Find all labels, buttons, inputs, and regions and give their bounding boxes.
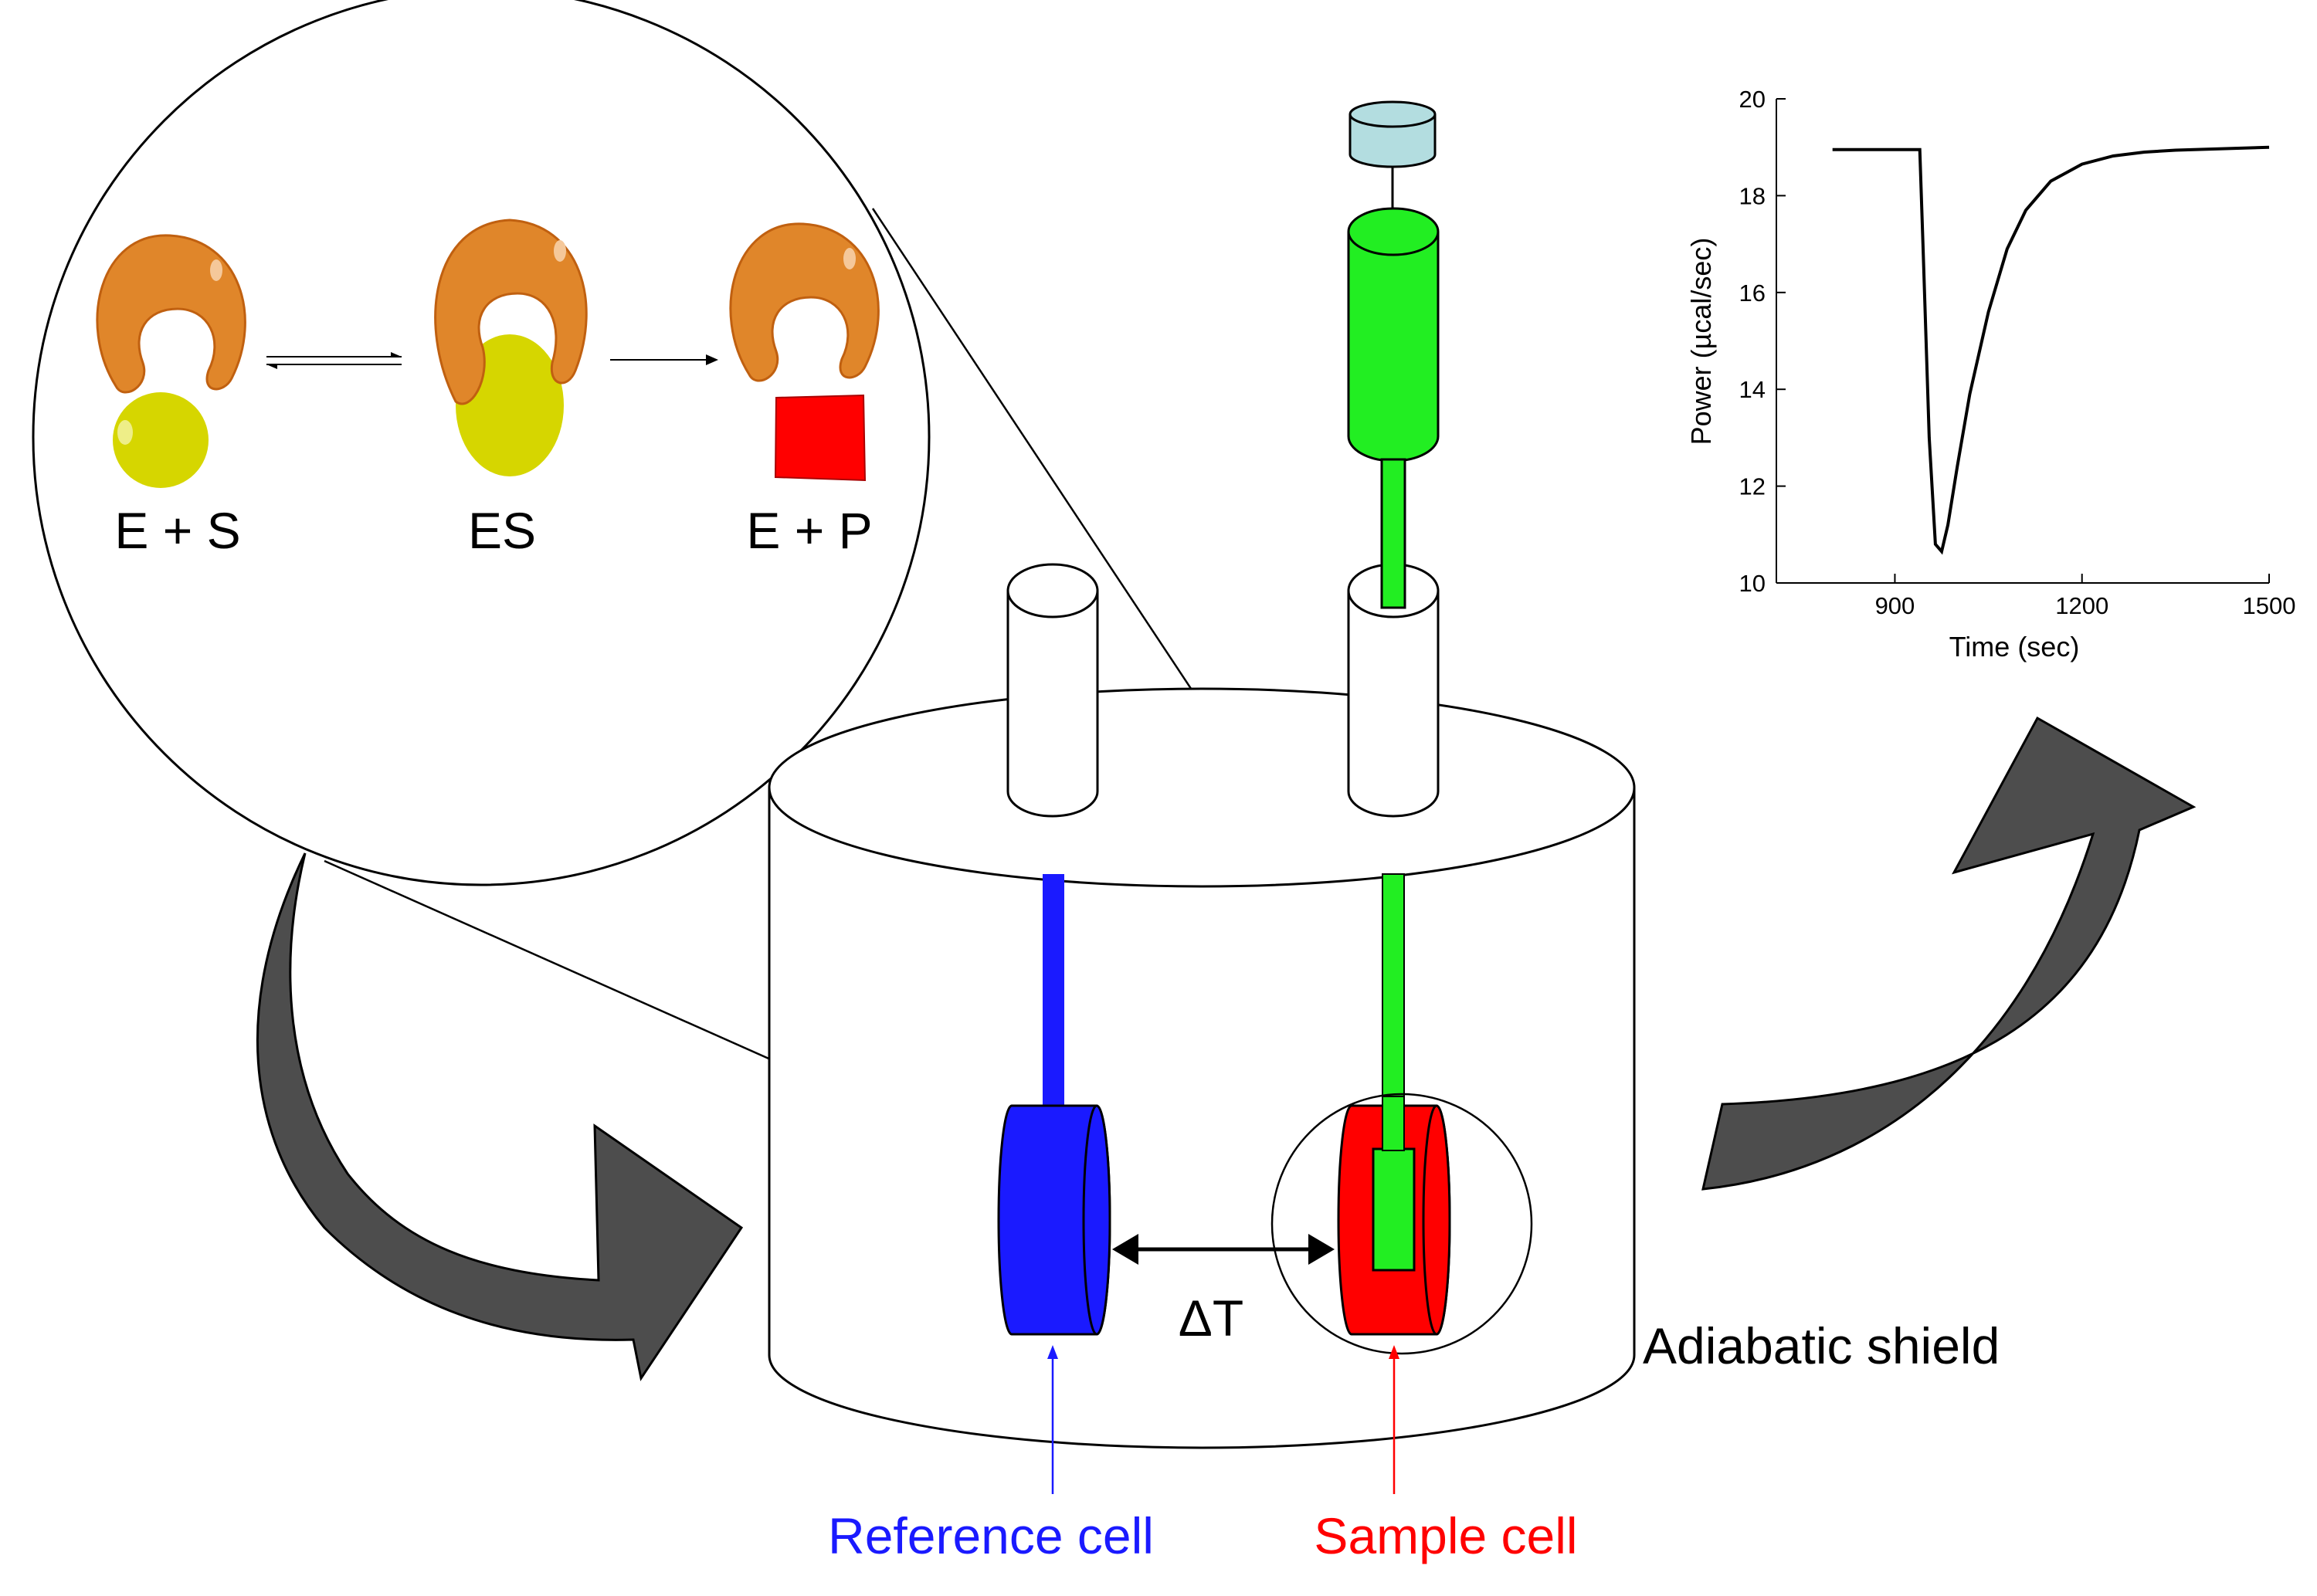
stage-label-ep: E + P	[746, 502, 872, 559]
syringe-cap	[1348, 100, 1437, 168]
product-square	[774, 394, 867, 482]
sample-cell-label: Sample cell	[1314, 1507, 1577, 1564]
y-tick-label: 20	[1739, 86, 1766, 113]
curved-arrow-left	[256, 852, 744, 1381]
sample-port	[1347, 563, 1440, 818]
curved-arrow-right	[1701, 716, 2197, 1191]
adiabatic-shield-label: Adiabatic shield	[1643, 1317, 2000, 1374]
syringe-needle-upper	[1380, 458, 1406, 609]
x-tick-label: 900	[1875, 592, 1915, 619]
reference-pointer	[1047, 1345, 1058, 1494]
reference-stem	[1043, 874, 1064, 1106]
x-tick-label: 1200	[2055, 592, 2108, 619]
reference-cell-label: Reference cell	[828, 1507, 1154, 1564]
power-chart: 10 12 14 16 18 20 900 1200 1500 Time (sec) Powe…	[1685, 86, 2295, 662]
sample-cell	[1337, 1104, 1451, 1336]
forward-arrow	[610, 354, 718, 365]
x-axis-title: Time (sec)	[1949, 631, 2080, 662]
delta-t-label: ΔT	[1179, 1289, 1243, 1347]
zoom-target-circle	[1270, 1093, 1533, 1355]
substrate-sphere	[113, 392, 209, 488]
equilibrium-arrow	[266, 352, 402, 369]
power-series-line	[1832, 145, 2270, 555]
stage-label-es: ES	[468, 502, 536, 559]
enzyme-bound	[434, 219, 588, 405]
sample-needle-shaft	[1382, 1096, 1405, 1151]
enzyme-free-2	[729, 222, 880, 382]
y-tick-label: 16	[1739, 280, 1766, 307]
enzyme-free-1	[96, 234, 246, 394]
y-axis-title: Power (µcal/sec)	[1685, 238, 1717, 446]
y-tick-label: 18	[1739, 182, 1766, 209]
sample-pointer	[1389, 1345, 1399, 1494]
y-tick-label: 14	[1739, 376, 1766, 403]
x-tick-label: 1500	[2243, 592, 2296, 619]
syringe-barrel	[1347, 207, 1440, 463]
y-tick-label: 10	[1739, 570, 1766, 597]
sample-needle-tip	[1372, 1147, 1416, 1272]
stage-label-es-free: E + S	[114, 502, 240, 559]
delta-t-arrow	[1112, 1234, 1335, 1265]
y-tick-label: 12	[1739, 473, 1766, 500]
substrate-highlight	[117, 420, 133, 445]
reference-cell	[997, 1104, 1111, 1336]
reference-port	[1006, 563, 1099, 818]
